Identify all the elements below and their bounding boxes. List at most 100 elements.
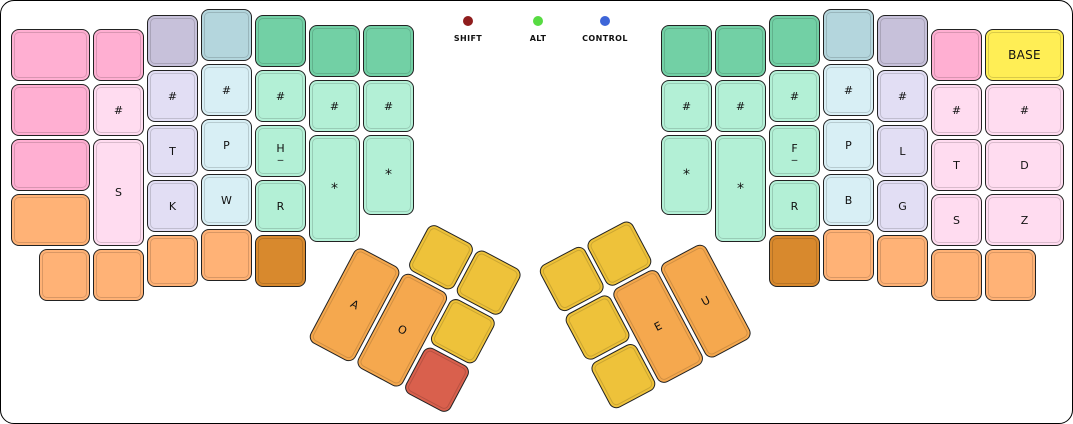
key-blank[interactable] bbox=[715, 25, 766, 77]
key-blank[interactable] bbox=[93, 249, 144, 301]
alt-indicator-dot bbox=[533, 16, 543, 26]
key-blank[interactable] bbox=[309, 25, 360, 77]
key-blank[interactable] bbox=[661, 25, 712, 77]
key-base-layer[interactable]: BASE bbox=[985, 29, 1064, 81]
key-b[interactable]: B bbox=[823, 174, 874, 226]
key-label: B bbox=[844, 193, 853, 207]
key-blank[interactable] bbox=[931, 29, 982, 81]
legend-shift-label: SHIFT bbox=[453, 34, 483, 43]
key-asterisk[interactable]: * bbox=[715, 135, 766, 242]
key-label: * bbox=[385, 167, 392, 183]
key-blank[interactable] bbox=[931, 249, 982, 301]
key-number-bar[interactable]: # bbox=[715, 80, 766, 132]
key-blank[interactable] bbox=[769, 15, 820, 67]
key-blank[interactable] bbox=[11, 139, 90, 191]
key-w[interactable]: W bbox=[201, 174, 252, 226]
key-label: L bbox=[899, 144, 906, 158]
legend-control: CONTROL bbox=[563, 16, 647, 43]
key-blank[interactable] bbox=[877, 235, 928, 287]
key-blank[interactable] bbox=[363, 25, 414, 77]
key-blank[interactable] bbox=[11, 29, 90, 81]
key-blank[interactable] bbox=[93, 29, 144, 81]
shift-indicator-dot bbox=[463, 16, 473, 26]
key-label: W bbox=[221, 193, 232, 207]
key-label: # bbox=[383, 99, 394, 113]
key-blank[interactable] bbox=[985, 249, 1036, 301]
key-label: * bbox=[683, 167, 690, 183]
key-label: D bbox=[1020, 158, 1029, 172]
key-blank[interactable] bbox=[823, 9, 874, 61]
key-z[interactable]: Z bbox=[985, 194, 1064, 246]
key-blank[interactable] bbox=[255, 15, 306, 67]
key-label: T bbox=[169, 144, 176, 158]
key-homing-mark: _ bbox=[791, 147, 798, 161]
key-label: G bbox=[898, 199, 907, 213]
key-label: A bbox=[348, 297, 361, 313]
key-number-bar[interactable]: # bbox=[769, 70, 820, 122]
key-label: R bbox=[790, 199, 799, 213]
key-blank[interactable] bbox=[201, 229, 252, 281]
key-s[interactable]: S bbox=[93, 139, 144, 246]
key-number-bar[interactable]: # bbox=[661, 80, 712, 132]
key-label: * bbox=[331, 180, 338, 197]
key-number-bar[interactable]: # bbox=[363, 80, 414, 132]
key-label: # bbox=[113, 103, 124, 117]
key-blank[interactable] bbox=[201, 9, 252, 61]
key-asterisk[interactable]: * bbox=[661, 135, 712, 215]
key-label: Z bbox=[1020, 213, 1029, 227]
key-p[interactable]: P bbox=[201, 119, 252, 171]
key-label: E bbox=[652, 319, 665, 334]
key-blank[interactable] bbox=[147, 15, 198, 67]
key-number-bar[interactable]: # bbox=[255, 70, 306, 122]
key-label: * bbox=[737, 180, 744, 197]
key-asterisk[interactable]: * bbox=[363, 135, 414, 215]
key-label: O bbox=[395, 322, 410, 338]
key-l[interactable]: L bbox=[877, 125, 928, 177]
key-number-bar[interactable]: # bbox=[823, 64, 874, 116]
key-number-bar[interactable]: # bbox=[93, 84, 144, 136]
key-label: # bbox=[681, 99, 692, 113]
key-s[interactable]: S bbox=[931, 194, 982, 246]
key-label: F bbox=[791, 141, 798, 155]
key-r[interactable]: R bbox=[769, 180, 820, 232]
legend-alt-label: ALT bbox=[529, 34, 547, 43]
key-label: S bbox=[953, 213, 960, 227]
key-label: # bbox=[789, 89, 800, 103]
key-t[interactable]: T bbox=[931, 139, 982, 191]
key-number-bar[interactable]: # bbox=[147, 70, 198, 122]
key-k[interactable]: K bbox=[147, 180, 198, 232]
key-d[interactable]: D bbox=[985, 139, 1064, 191]
key-asterisk[interactable]: * bbox=[309, 135, 360, 242]
key-label: U bbox=[699, 293, 713, 309]
key-f[interactable]: F_ bbox=[769, 125, 820, 177]
key-number-bar[interactable]: # bbox=[877, 70, 928, 122]
key-label: K bbox=[168, 199, 177, 213]
key-blank[interactable] bbox=[11, 194, 90, 246]
key-number-bar[interactable]: # bbox=[985, 84, 1064, 136]
legend-alt: ALT bbox=[496, 16, 580, 43]
key-g[interactable]: G bbox=[877, 180, 928, 232]
legend-control-label: CONTROL bbox=[582, 34, 628, 43]
key-p[interactable]: P bbox=[823, 119, 874, 171]
key-blank[interactable] bbox=[769, 235, 820, 287]
key-label: # bbox=[329, 99, 340, 113]
key-r[interactable]: R bbox=[255, 180, 306, 232]
key-number-bar[interactable]: # bbox=[201, 64, 252, 116]
key-number-bar[interactable]: # bbox=[309, 80, 360, 132]
key-h[interactable]: H_ bbox=[255, 125, 306, 177]
key-label: # bbox=[735, 99, 746, 113]
key-blank[interactable] bbox=[39, 249, 90, 301]
key-label: BASE bbox=[1008, 48, 1041, 62]
key-blank[interactable] bbox=[823, 229, 874, 281]
key-blank[interactable] bbox=[877, 15, 928, 67]
key-blank[interactable] bbox=[255, 235, 306, 287]
key-blank[interactable] bbox=[147, 235, 198, 287]
key-blank[interactable] bbox=[11, 84, 90, 136]
key-label: P bbox=[845, 138, 852, 152]
key-number-bar[interactable]: # bbox=[931, 84, 982, 136]
key-label: H bbox=[276, 141, 285, 155]
key-label: # bbox=[1019, 103, 1030, 117]
key-t[interactable]: T bbox=[147, 125, 198, 177]
